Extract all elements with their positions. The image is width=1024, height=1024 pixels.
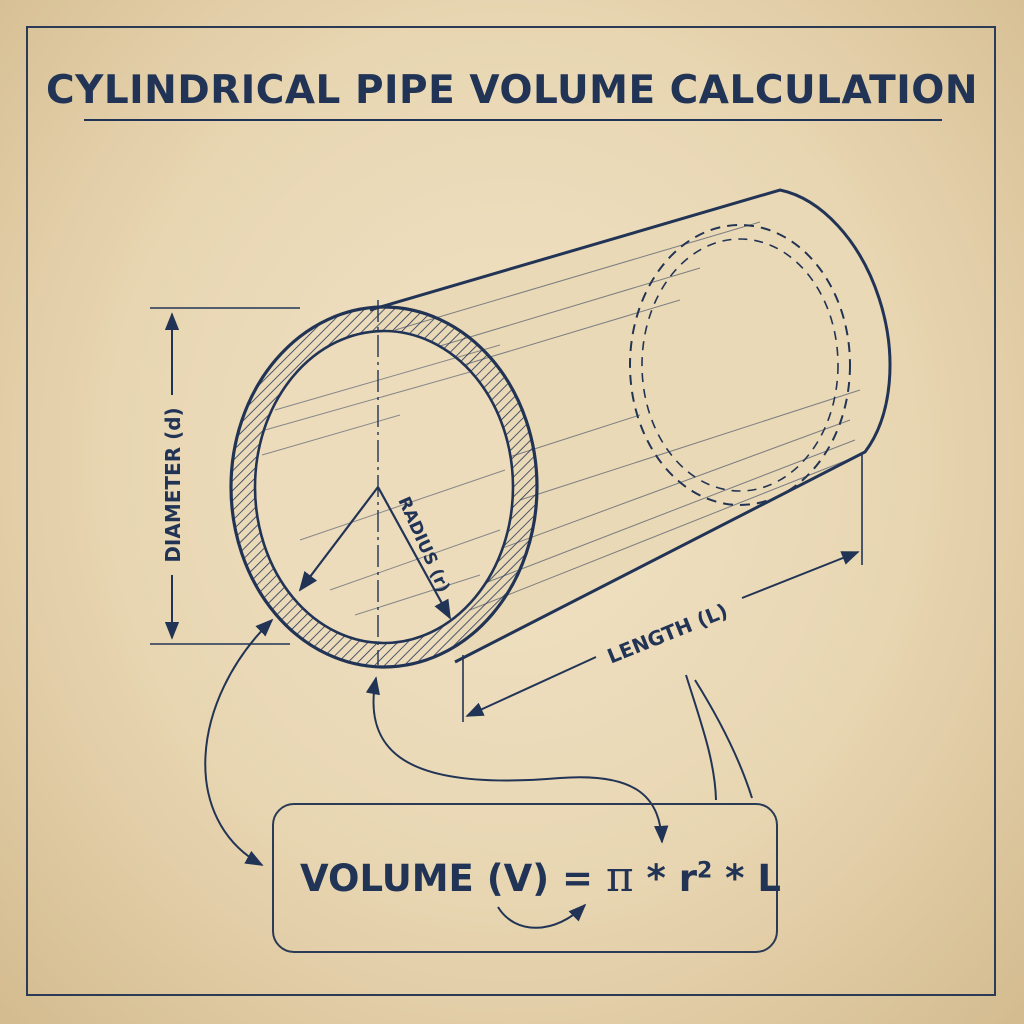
- pipe-front-ring: [229, 305, 539, 669]
- formula-exponent: 2: [696, 858, 713, 884]
- formula-l: L: [757, 857, 781, 900]
- radius-construction: [298, 300, 451, 665]
- callout-arrows: [204, 618, 753, 929]
- diameter-label: DIAMETER (d): [161, 407, 185, 562]
- volume-formula: VOLUME (V) = π * r2 * L: [300, 852, 781, 901]
- formula-op2: *: [725, 857, 745, 900]
- length-label: LENGTH (L): [604, 598, 731, 668]
- title-underline: [84, 119, 942, 121]
- formula-r: r: [678, 857, 697, 900]
- formula-lhs: VOLUME (V) =: [300, 857, 594, 900]
- formula-op1: *: [646, 857, 666, 900]
- page-border: [26, 26, 996, 996]
- formula-pi: π: [605, 852, 634, 901]
- page-title: CYLINDRICAL PIPE VOLUME CALCULATION: [45, 68, 979, 113]
- formula-box: [272, 803, 778, 953]
